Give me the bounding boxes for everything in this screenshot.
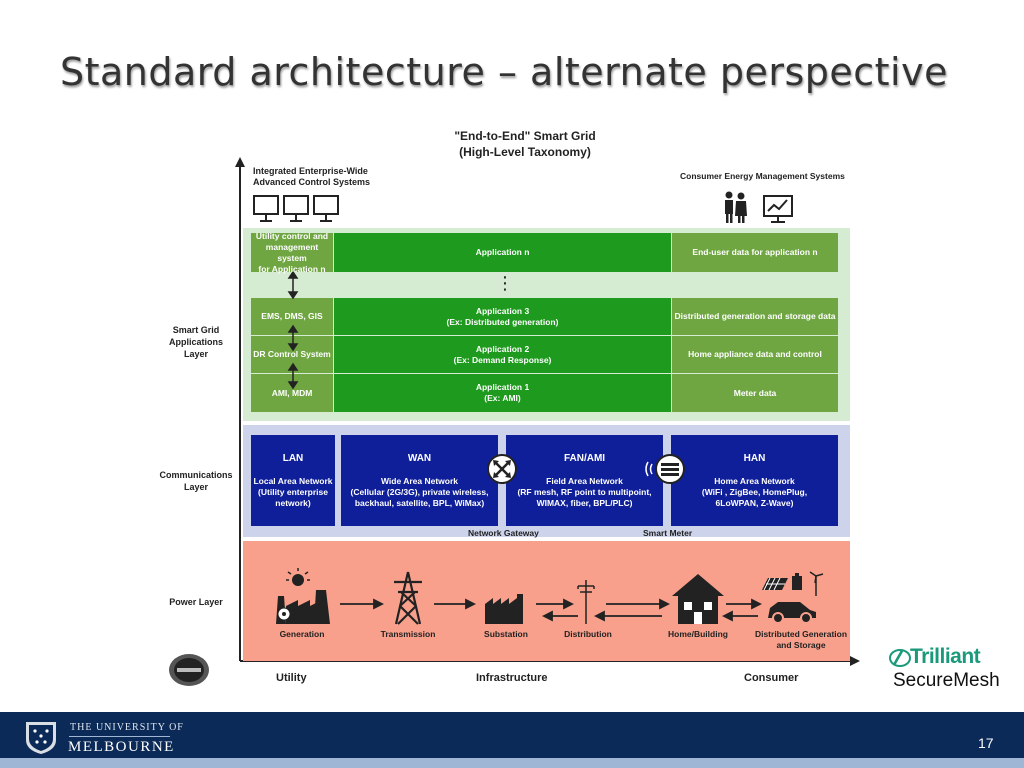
han-title: HAN	[743, 452, 766, 464]
trilliant-logo-icon	[889, 649, 911, 667]
page-number: 17	[978, 735, 994, 751]
han-block: HAN Home Area Network (WiFi , ZigBee, Ho…	[671, 435, 838, 526]
generation-label: Generation	[279, 629, 325, 639]
distribution-label: Distribution	[564, 629, 612, 639]
app-2-center-cell: Application 2 (Ex: Demand Response)	[334, 336, 671, 373]
network-gateway-label: Network Gateway	[468, 528, 539, 538]
axis-consumer-label: Consumer	[744, 672, 799, 684]
distributed-generation-label: Distributed Generation and Storage	[754, 629, 848, 650]
family-icon	[725, 191, 747, 223]
energy-monitor-icon	[763, 195, 793, 223]
university-line1: THE UNIVERSITY OF	[70, 722, 184, 733]
substation-label: Substation	[484, 629, 528, 639]
smart-meter-label: Smart Meter	[643, 528, 693, 538]
generation-icon	[276, 568, 330, 624]
university-divider	[69, 736, 170, 737]
app-1-utility-cell: AMI, MDM	[251, 374, 333, 412]
slide-title: Standard architecture – alternate perspe…	[60, 50, 948, 94]
smart-meter-icon	[645, 454, 685, 484]
footer-strip	[0, 758, 1024, 768]
diagram-title-line1: "End-to-End" Smart Grid	[454, 129, 596, 143]
diagram-axes	[235, 157, 860, 666]
axis-utility-label: Utility	[276, 672, 307, 684]
transmission-tower-icon	[394, 571, 422, 625]
app-3-consumer-cell: Distributed generation and storage data	[672, 298, 838, 335]
home-building-label: Home/Building	[668, 629, 728, 639]
lan-block: LAN Local Area Network (Utility enterpri…	[251, 435, 335, 526]
utility-column-arrows	[287, 272, 299, 390]
wan-block: WAN Wide Area Network (Cellular (2G/3G),…	[341, 435, 498, 526]
lan-title: LAN	[282, 452, 304, 464]
app-n-center-cell: Application n	[334, 233, 671, 272]
fan-title: FAN/AMI	[563, 452, 606, 464]
distribution-pole-icon	[577, 580, 595, 624]
enterprise-systems-label: Integrated Enterprise-Wide Advanced Cont…	[253, 166, 371, 187]
power-layer-label: Power Layer	[169, 597, 223, 607]
diagram-title-line2: (High-Level Taxonomy)	[459, 145, 591, 159]
monitors-icon	[253, 195, 339, 222]
university-crest-icon	[26, 722, 56, 754]
app-1-consumer-cell: Meter data	[672, 374, 838, 412]
diagram-title: "End-to-End" Smart Grid (High-Level Taxo…	[420, 128, 630, 160]
wan-title: WAN	[407, 452, 432, 464]
app-2-consumer-cell: Home appliance data and control	[672, 336, 838, 373]
network-gateway-icon	[487, 454, 517, 484]
app-3-center-cell: Application 3 (Ex: Distributed generatio…	[334, 298, 671, 335]
communications-layer-label: Communications Layer	[159, 470, 233, 492]
substation-icon	[485, 594, 523, 624]
consumer-ems-label: Consumer Energy Management Systems	[680, 171, 845, 181]
distributed-generation-icon	[762, 571, 824, 624]
securemesh-text: SecureMesh	[893, 670, 1000, 691]
app-1-center-cell: Application 1 (Ex: AMI)	[334, 374, 671, 412]
app-n-utility-cell: Utility control and management system fo…	[251, 231, 333, 274]
power-layer-band	[243, 541, 850, 661]
university-line2: MELBOURNE	[68, 739, 175, 755]
gtm-research-seal-icon	[169, 654, 209, 686]
fan-block: FAN/AMI Field Area Network (RF mesh, RF …	[506, 435, 663, 526]
trilliant-logo-text: Trilliant	[910, 645, 981, 668]
power-flow-arrows	[340, 598, 763, 622]
transmission-label: Transmission	[380, 629, 436, 639]
home-building-icon	[672, 574, 724, 624]
app-n-consumer-cell: End-user data for application n	[672, 233, 838, 272]
axis-infrastructure-label: Infrastructure	[476, 672, 548, 684]
ellipsis-dots: ⋮	[496, 273, 514, 293]
applications-layer-label: Smart Grid Applications Layer	[168, 325, 223, 359]
